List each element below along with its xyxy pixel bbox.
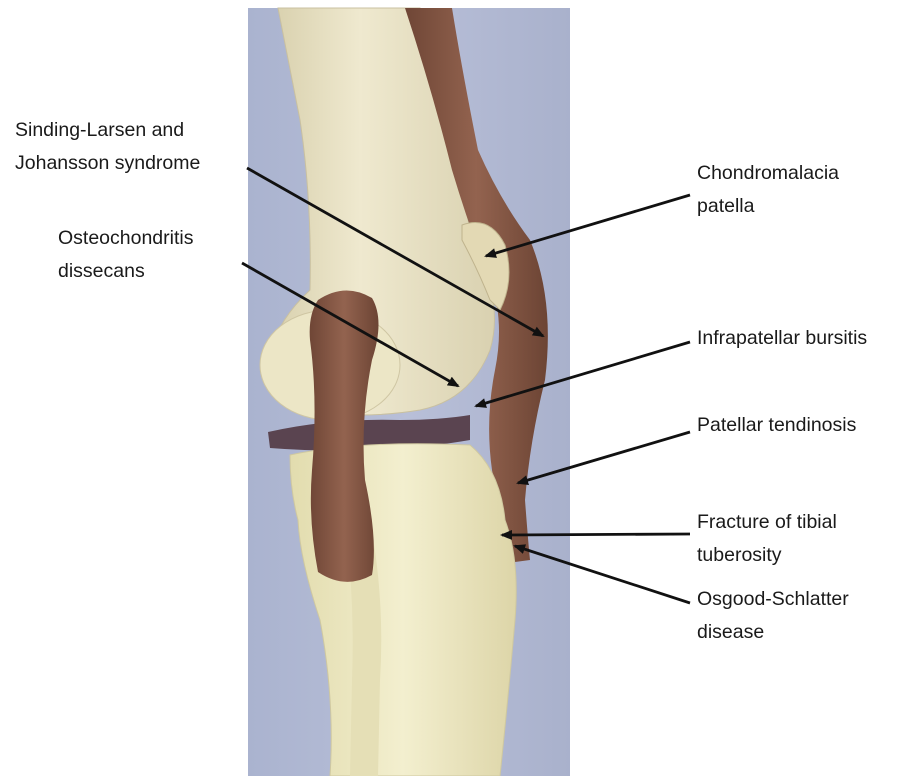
label-infrapatellar: Infrapatellar bursitis: [697, 322, 867, 355]
label-chondromalacia: Chondromalacia patella: [697, 157, 839, 223]
label-osteochondritis: Osteochondritis dissecans: [58, 222, 193, 288]
arrow-chondromalacia: [486, 195, 690, 256]
label-fracture: Fracture of tibial tuberosity: [697, 506, 837, 572]
arrow-osgood: [515, 546, 690, 603]
arrow-infrapatellar: [476, 342, 690, 406]
arrow-tendinosis: [518, 432, 690, 483]
arrow-osteochondritis: [242, 263, 458, 386]
label-tendinosis: Patellar tendinosis: [697, 409, 856, 442]
label-osgood: Osgood-Schlatter disease: [697, 583, 849, 649]
label-sinding-larsen: Sinding-Larsen and Johansson syndrome: [15, 114, 200, 180]
arrow-fracture: [502, 534, 690, 535]
